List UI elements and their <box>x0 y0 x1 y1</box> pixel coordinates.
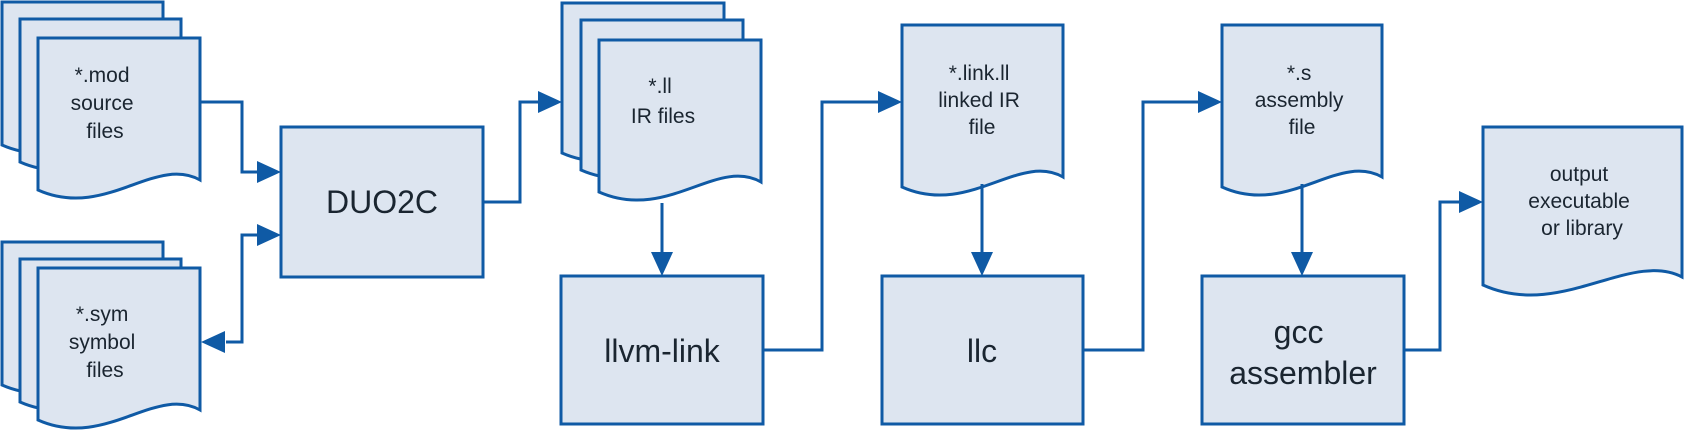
mod-files-line-3: files <box>86 120 123 143</box>
llc-label: llc <box>967 333 997 369</box>
edge-mod-to-duo2c <box>200 100 258 174</box>
s-assembly-file-node: *.s assembly file <box>1220 23 1384 197</box>
arrowhead-to-sym <box>201 331 225 353</box>
arrowhead-duo2c-to-ll <box>538 91 562 113</box>
sym-symbol-files-stack: *.sym symbol files <box>0 240 202 430</box>
gcc-label-line-2: assembler <box>1229 355 1377 391</box>
duo2c-box <box>279 125 485 279</box>
duo2c-label: DUO2C <box>326 184 438 220</box>
gcc-label-line-1: gcc <box>1274 314 1324 350</box>
svg-text:gcc assembler: gcc assembler <box>1229 314 1377 391</box>
link-ll-line-2: linked IR <box>938 89 1020 112</box>
sym-files-line-2: symbol <box>69 331 136 354</box>
edge-duo2c-to-ll <box>483 100 538 204</box>
llc-node: llc <box>880 274 1085 426</box>
llvm-link-node: llvm-link <box>559 274 765 426</box>
mod-doc-front <box>36 36 202 200</box>
s-file-line-3: file <box>1289 116 1316 139</box>
arrowhead-link-ll-to-llc <box>971 252 993 276</box>
svg-text:*.sym symbol files: *.sym symbol files <box>69 303 141 382</box>
output-line-1: output <box>1550 163 1609 186</box>
sym-files-line-3: files <box>86 359 123 382</box>
edge-llvm-link-to-link-ll <box>763 100 878 352</box>
ll-ir-files-stack: *.ll IR files <box>560 1 763 202</box>
sym-files-line-1: *.sym <box>76 303 129 326</box>
gcc-box <box>1200 274 1406 426</box>
sym-doc-front <box>36 266 202 430</box>
arrowhead-s-to-gcc <box>1291 252 1313 276</box>
connectors <box>200 91 1483 353</box>
svg-text:output executable: output executable or library <box>1528 163 1635 240</box>
edge-gcc-to-output <box>1404 200 1459 352</box>
s-file-line-1: *.s <box>1287 62 1312 85</box>
output-line-3: or library <box>1541 217 1623 240</box>
output-node: output executable or library <box>1481 125 1684 297</box>
svg-text:*.mod source files: *.mod source files <box>71 64 140 143</box>
ll-files-line-2: IR files <box>631 105 695 128</box>
arrowhead-llc-to-s <box>1198 91 1222 113</box>
mod-source-files-stack: *.mod source files <box>0 0 202 200</box>
s-doc <box>1220 23 1384 197</box>
llvm-link-box <box>559 274 765 426</box>
llvm-link-label: llvm-link <box>604 333 721 369</box>
link-ll-doc <box>900 23 1065 197</box>
llc-box <box>880 274 1085 426</box>
link-ll-line-3: file <box>969 116 996 139</box>
arrowhead-llvm-link-to-link-ll <box>878 91 902 113</box>
output-line-2: executable <box>1528 190 1630 213</box>
link-ll-line-1: *.link.ll <box>949 62 1010 85</box>
arrowhead-mod-to-duo2c <box>257 161 281 183</box>
link-ll-file-node: *.link.ll linked IR file <box>900 23 1065 197</box>
gcc-assembler-node: gcc assembler <box>1200 274 1406 426</box>
svg-text:*.s assembly file: *.s assembly file <box>1255 62 1350 139</box>
ll-files-line-1: *.ll <box>648 75 671 98</box>
mod-files-line-2: source <box>71 92 134 115</box>
svg-text:*.ll IR files: *.ll IR files <box>631 75 695 128</box>
svg-text:*.link.ll linked IR: *.link.ll linked IR file <box>938 62 1026 139</box>
edge-duo2c-sym <box>226 233 258 344</box>
arrowhead-gcc-to-output <box>1459 191 1483 213</box>
output-doc <box>1481 125 1684 297</box>
mod-files-line-1: *.mod <box>75 64 130 87</box>
arrowhead-ll-to-llvm-link <box>651 252 673 276</box>
edge-llc-to-s <box>1083 100 1198 352</box>
arrowhead-to-duo2c <box>257 224 281 246</box>
ll-doc-front <box>597 38 763 202</box>
duo2c-node: DUO2C <box>279 125 485 279</box>
s-file-line-2: assembly <box>1255 89 1344 112</box>
